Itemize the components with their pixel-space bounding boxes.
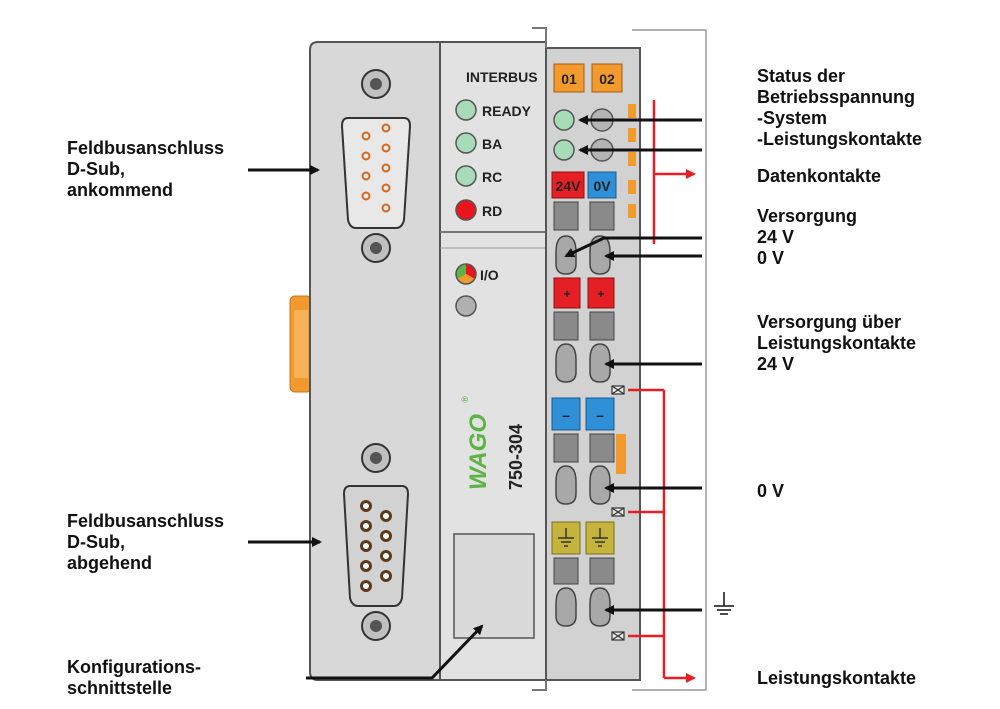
terminal-ground [555,587,611,627]
led-rc-label: RC [482,169,502,185]
power-tag-minus-2-label: – [596,407,604,423]
label-zero-v: 0 V [757,481,785,501]
model-number: 750-304 [506,424,526,490]
power-tag-minus-2 [585,397,615,431]
led-status-system [553,109,575,131]
led-io [455,263,477,285]
supply-tag-0v-label: 0V [593,178,611,194]
power-tag-minus-1 [551,397,581,431]
led-ready-label: READY [482,103,532,119]
power-contacts-bracket [628,388,696,683]
led-rd [455,199,477,221]
channel-tag-02 [591,63,623,93]
label-leistung: Leistungskontakte [757,668,917,688]
bus-name-label: INTERBUS [466,69,538,85]
ground-symbol-icon [714,592,734,615]
channel-tag-01-label: 01 [561,71,577,87]
led-ba-label: BA [482,136,502,152]
terminal-power-24v [555,343,611,383]
led-ready [455,99,477,121]
config-interface-cover [453,533,535,639]
ground-tag-1 [551,521,581,555]
terminal-power-0v [555,465,611,505]
led-status-power [553,139,575,161]
wago-logo: WAGO [465,414,492,490]
power-tag-plus-2-label: + [597,287,604,301]
supply-tag-24v-label: 24V [556,178,582,194]
coupler-housing [309,41,441,681]
led-unlabeled [455,295,477,317]
led-rc [455,165,477,187]
channel-tag-02-label: 02 [599,71,615,87]
dsub-connector-incoming [340,69,412,263]
label-daten: Datenkontakte [757,166,882,186]
power-tag-minus-1-label: – [562,407,570,423]
supply-tag-24v [551,171,585,199]
ground-tag-2 [585,521,615,555]
led-io-label: I/O [480,267,499,283]
power-tag-plus-2 [587,277,615,309]
supply-tag-0v [587,171,617,199]
led-ba [455,132,477,154]
channel-tag-01 [553,63,585,93]
power-tag-plus-1-label: + [563,287,570,301]
arrow-config [306,624,484,680]
power-tag-plus-1 [553,277,581,309]
led-rd-label: RD [482,203,502,219]
label-config: Konfigurations-schnittstelle [67,657,201,698]
dsub-connector-outgoing [342,443,410,641]
arrow-supply-24v [564,236,702,258]
terminal-supply-0v [589,235,611,275]
data-contacts-bracket [652,100,696,244]
registered-mark: ® [461,395,471,404]
